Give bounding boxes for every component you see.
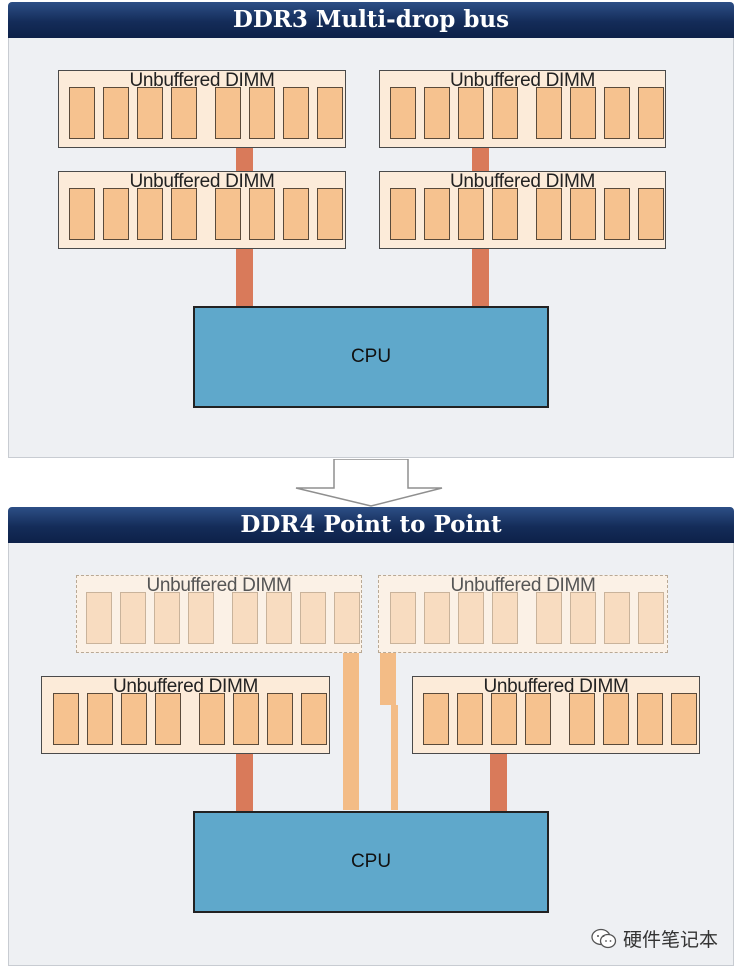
ddr3-title: DDR3 Multi-drop bus [8, 2, 734, 38]
memory-chip [120, 592, 146, 644]
memory-chip [458, 592, 484, 644]
memory-chip [188, 592, 214, 644]
memory-chip [390, 592, 416, 644]
memory-chip [424, 188, 450, 240]
memory-chip [492, 188, 518, 240]
memory-chip [457, 693, 483, 745]
dimm-label: Unbuffered DIMM [146, 575, 292, 596]
memory-chip [458, 87, 484, 139]
ddr4-trace-faded-right-lower [391, 705, 398, 810]
memory-chip [637, 693, 663, 745]
memory-chip [199, 693, 225, 745]
memory-chip [317, 87, 343, 139]
ddr4-dimm-faded-left: Unbuffered DIMM [76, 575, 362, 653]
memory-chip [249, 188, 275, 240]
memory-chip [86, 592, 112, 644]
dimm-label: Unbuffered DIMM [129, 171, 275, 192]
dimm-label: Unbuffered DIMM [112, 676, 259, 697]
memory-chip [492, 592, 518, 644]
memory-chip [300, 592, 326, 644]
ddr4-dimm-faded-right: Unbuffered DIMM [378, 575, 668, 653]
memory-chip [525, 693, 551, 745]
down-arrow-icon [295, 459, 443, 507]
memory-chip [171, 188, 197, 240]
memory-chip [103, 188, 129, 240]
dimm-label: Unbuffered DIMM [450, 575, 596, 596]
memory-chip [536, 87, 562, 139]
memory-chip [232, 592, 258, 644]
memory-chip [53, 693, 79, 745]
dimm-label: Unbuffered DIMM [129, 70, 275, 91]
dimm-label: Unbuffered DIMM [483, 676, 629, 697]
memory-chip [604, 87, 630, 139]
memory-chip [283, 87, 309, 139]
ddr4-trace-right [490, 752, 507, 812]
memory-chip [215, 188, 241, 240]
ddr4-title: DDR4 Point to Point [8, 507, 734, 543]
cpu-label: CPU [350, 346, 392, 367]
memory-chip [301, 693, 327, 745]
memory-chip [390, 87, 416, 139]
memory-chip [603, 693, 629, 745]
dimm-label: Unbuffered DIMM [449, 70, 596, 91]
memory-chip [215, 87, 241, 139]
memory-chip [638, 87, 664, 139]
memory-chip [137, 87, 163, 139]
memory-chip [536, 592, 562, 644]
memory-chip [424, 87, 450, 139]
memory-chip [492, 87, 518, 139]
memory-chip [570, 592, 596, 644]
memory-chip [69, 87, 95, 139]
cpu-label: CPU [350, 851, 392, 872]
memory-chip [87, 693, 113, 745]
memory-chip [121, 693, 147, 745]
memory-chip [423, 693, 449, 745]
ddr3-dimm-top-right: Unbuffered DIMM [379, 70, 666, 148]
memory-chip [171, 87, 197, 139]
memory-chip [266, 592, 292, 644]
memory-chip [604, 592, 630, 644]
memory-chip [154, 592, 180, 644]
memory-chip [283, 188, 309, 240]
dimm-label: Unbuffered DIMM [449, 171, 596, 192]
watermark: 硬件笔记本 [591, 925, 718, 952]
memory-chip [638, 592, 664, 644]
memory-chip [69, 188, 95, 240]
memory-chip [638, 188, 664, 240]
memory-chip [137, 188, 163, 240]
memory-chip [536, 188, 562, 240]
ddr3-dimm-bottom-right: Unbuffered DIMM [379, 171, 666, 249]
memory-chip [491, 693, 517, 745]
memory-chip [424, 592, 450, 644]
ddr3-cpu: CPU [193, 306, 549, 408]
ddr3-dimm-bottom-left: Unbuffered DIMM [58, 171, 346, 249]
memory-chip [317, 188, 343, 240]
memory-chip [570, 188, 596, 240]
memory-chip [233, 693, 259, 745]
memory-chip [390, 188, 416, 240]
memory-chip [334, 592, 360, 644]
memory-chip [671, 693, 697, 745]
memory-chip [103, 87, 129, 139]
memory-chip [570, 87, 596, 139]
memory-chip [249, 87, 275, 139]
memory-chip [604, 188, 630, 240]
memory-chip [569, 693, 595, 745]
memory-chip [267, 693, 293, 745]
ddr4-cpu: CPU [193, 811, 549, 913]
ddr4-trace-faded-left [343, 650, 359, 810]
memory-chip [458, 188, 484, 240]
ddr4-dimm-right: Unbuffered DIMM [412, 676, 700, 754]
watermark-text: 硬件笔记本 [622, 930, 718, 951]
ddr4-dimm-left: Unbuffered DIMM [41, 676, 330, 754]
ddr3-dimm-top-left: Unbuffered DIMM [58, 70, 346, 148]
memory-chip [155, 693, 181, 745]
chat-bubble-icon [591, 928, 617, 948]
ddr4-trace-faded-right [380, 650, 396, 705]
ddr4-trace-left [236, 752, 253, 812]
